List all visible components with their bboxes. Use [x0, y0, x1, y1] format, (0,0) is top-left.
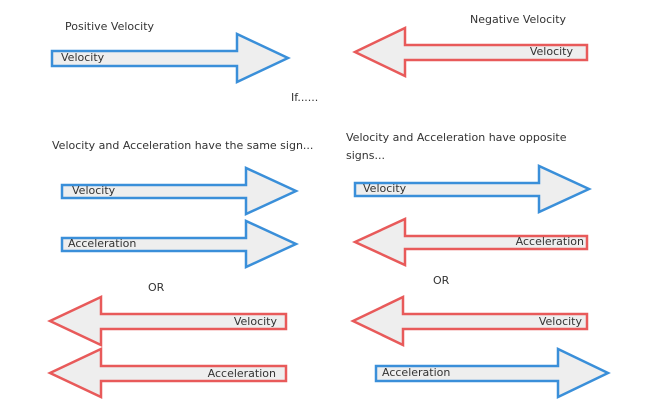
arrow-shape: [50, 32, 291, 84]
arrow-shape: [352, 217, 589, 267]
positive-velocity-title: Positive Velocity: [65, 20, 155, 33]
arrow-shape: [47, 295, 288, 347]
arrow-polygon: [50, 32, 291, 84]
opposite-sign-negative-velocity-label: Velocity: [538, 315, 582, 328]
opposite-sign-acceleration-arrow: Acceleration: [352, 217, 589, 267]
negative-velocity-arrow: Velocity: [352, 26, 589, 78]
opposite-sign-negative-velocity-arrow: Velocity: [350, 295, 589, 347]
arrow-shape: [353, 164, 592, 214]
opposite-sign-or-text: OR: [433, 274, 450, 287]
same-sign-negative-velocity-label: Velocity: [233, 315, 277, 328]
opposite-sign-positive-acceleration-arrow: Acceleration: [374, 347, 611, 399]
positive-velocity-arrow: Velocity: [50, 32, 291, 84]
arrow-polygon: [47, 347, 288, 399]
arrow-shape: [60, 166, 299, 216]
arrow-shape: [350, 295, 589, 347]
arrow-polygon: [374, 347, 611, 399]
positive-velocity-arrow-label: Velocity: [61, 51, 105, 64]
opposite-sign-positive-acceleration-label: Acceleration: [382, 366, 451, 379]
opposite-sign-velocity-label: Velocity: [363, 182, 407, 195]
if-text: If......: [291, 91, 319, 104]
arrow-polygon: [47, 295, 288, 347]
arrow-polygon: [352, 26, 589, 78]
same-sign-negative-velocity-arrow: Velocity: [47, 295, 288, 347]
same-sign-negative-acceleration-arrow: Acceleration: [47, 347, 288, 399]
opposite-sign-velocity-arrow: Velocity: [353, 164, 592, 214]
same-sign-or-text: OR: [148, 281, 165, 294]
opposite-sign-acceleration-label: Acceleration: [515, 235, 584, 248]
opposite-sign-heading-line2: signs...: [346, 149, 385, 162]
arrow-shape: [352, 26, 589, 78]
arrow-polygon: [60, 166, 299, 216]
arrow-shape: [374, 347, 611, 399]
arrow-polygon: [350, 295, 589, 347]
arrow-shape: [60, 219, 299, 269]
arrow-polygon: [352, 217, 589, 267]
opposite-sign-heading-line1: Velocity and Acceleration have opposite: [346, 131, 567, 144]
same-sign-acceleration-label: Acceleration: [68, 237, 137, 250]
arrow-polygon: [353, 164, 592, 214]
negative-velocity-arrow-label: Velocity: [529, 45, 573, 58]
same-sign-negative-acceleration-label: Acceleration: [207, 367, 276, 380]
same-sign-velocity-label: Velocity: [72, 184, 116, 197]
arrow-shape: [47, 347, 288, 399]
same-sign-heading: Velocity and Acceleration have the same …: [52, 139, 314, 152]
arrow-polygon: [60, 219, 299, 269]
same-sign-acceleration-arrow: Acceleration: [60, 219, 299, 269]
same-sign-velocity-arrow: Velocity: [60, 166, 299, 216]
negative-velocity-title: Negative Velocity: [470, 13, 567, 26]
